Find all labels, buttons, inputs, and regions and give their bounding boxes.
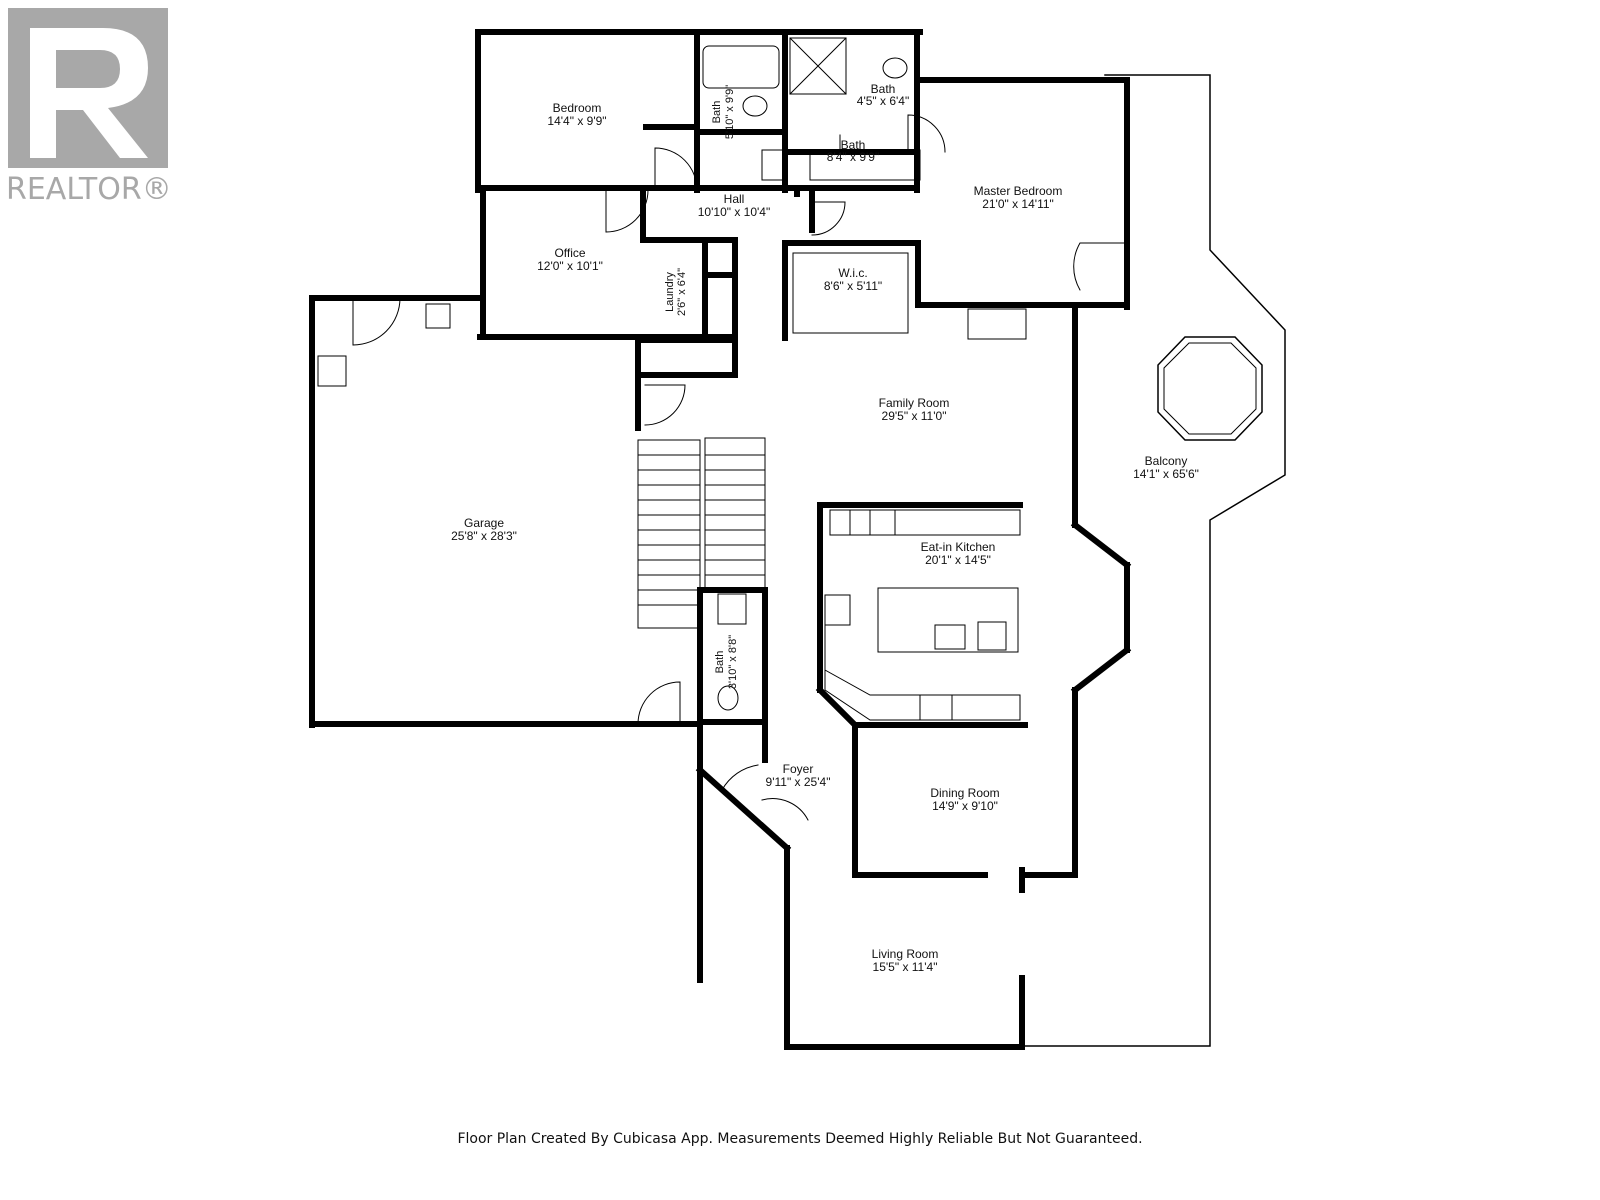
room-dims-living-room: 15'5" x 11'4" <box>873 960 938 974</box>
realtor-logo <box>8 8 168 168</box>
room-name-wic: W.i.c. <box>838 266 867 280</box>
room-name-bath-4: Bath <box>714 651 726 674</box>
room-name-bath-1: Bath <box>711 101 723 124</box>
room-name-balcony: Balcony <box>1145 454 1188 468</box>
room-dims-balcony: 14'1" x 65'6" <box>1133 467 1199 481</box>
balcony-outline <box>1019 74 1286 1047</box>
room-name-dining-room: Dining Room <box>930 786 999 800</box>
hot-tub-inner <box>1163 342 1257 435</box>
room-name-garage: Garage <box>464 516 504 530</box>
room-dims-bedroom: 14'4" x 9'9" <box>547 114 606 128</box>
realtor-logo-text: REALTOR® <box>6 172 172 207</box>
room-name-family-room: Family Room <box>879 396 950 410</box>
room-name-bath-2: Bath <box>871 82 896 96</box>
room-name-living-room: Living Room <box>872 947 939 961</box>
room-dims-bath-1: 5'10" x 9'9" <box>724 85 736 139</box>
room-name-hall: Hall <box>724 192 745 206</box>
room-dims-garage: 25'8" x 28'3" <box>451 529 517 543</box>
room-dims-family-room: 29'5" x 11'0" <box>882 409 947 423</box>
room-name-eat-in-kitchen: Eat-in Kitchen <box>921 540 996 554</box>
room-dims-eat-in-kitchen: 20'1" x 14'5" <box>925 553 991 567</box>
room-name-foyer: Foyer <box>783 762 814 776</box>
room-dims-office: 12'0" x 10'1" <box>537 259 603 273</box>
walls <box>309 29 1132 1050</box>
room-name-laundry: Laundry <box>664 272 676 312</box>
room-name-bedroom: Bedroom <box>553 101 602 115</box>
room-name-master-bedroom: Master Bedroom <box>974 184 1063 198</box>
room-dims-bath-3: 8'4" x 9'9" <box>827 150 879 164</box>
room-dims-bath-4: 3'10" x 8'8" <box>727 635 739 689</box>
hot-tub <box>1157 336 1263 441</box>
room-dims-wic: 8'6" x 5'11" <box>824 279 882 293</box>
room-dims-dining-room: 14'9" x 9'10" <box>932 799 998 813</box>
room-dims-hall: 10'10" x 10'4" <box>698 205 771 219</box>
room-dims-laundry: 2'6" x 6'4" <box>676 268 688 316</box>
footer-disclaimer: Floor Plan Created By Cubicasa App. Meas… <box>457 1131 1143 1147</box>
room-name-bath-3: Bath <box>841 138 866 152</box>
room-labels: Bedroom 14'4" x 9'9" Bath 5'10" x 9'9" B… <box>451 82 1199 974</box>
room-name-office: Office <box>554 246 585 260</box>
room-dims-bath-2: 4'5" x 6'4" <box>857 94 909 108</box>
room-dims-master-bedroom: 21'0" x 14'11" <box>982 197 1054 211</box>
room-dims-foyer: 9'11" x 25'4" <box>766 775 831 789</box>
fixtures <box>317 37 1128 821</box>
